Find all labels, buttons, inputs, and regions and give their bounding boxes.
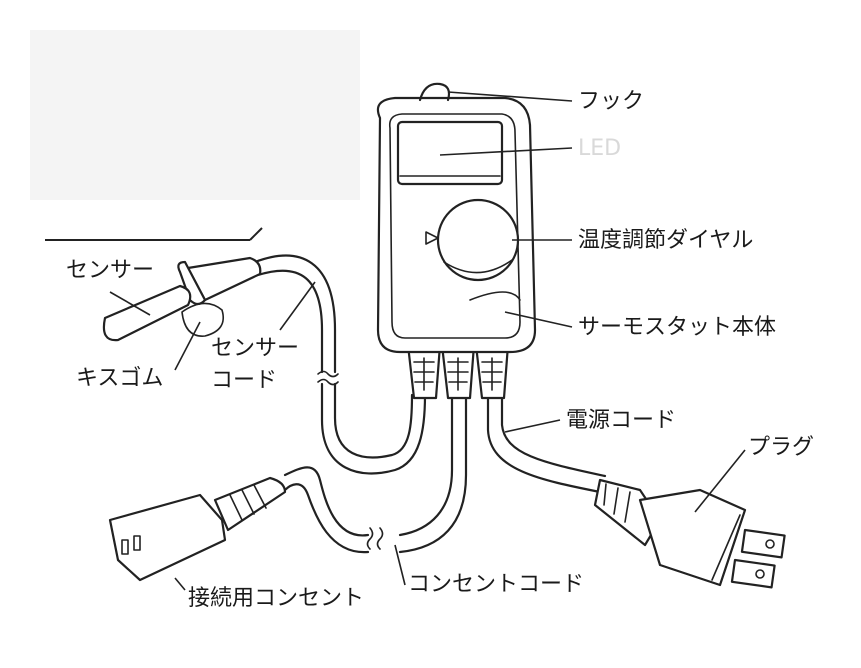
outlet-cord xyxy=(283,396,468,554)
connection-outlet xyxy=(108,476,287,582)
power-cord xyxy=(486,396,607,494)
label-outlet-cord: コンセントコード xyxy=(408,572,585,597)
leader-lines xyxy=(109,91,746,591)
sensor-cord xyxy=(253,254,427,475)
label-plug: プラグ xyxy=(748,435,815,460)
label-thermostat-body: サーモスタット本体 xyxy=(578,315,777,340)
label-power-cord: 電源コード xyxy=(566,408,677,433)
label-sensor-cord-line2: コード xyxy=(211,368,278,393)
plug xyxy=(593,478,786,589)
kiss-gum-suction xyxy=(181,302,224,337)
label-sensor: センサー xyxy=(66,258,155,283)
label-hook: フック xyxy=(578,89,645,114)
label-temperature-dial: 温度調節ダイヤル xyxy=(578,228,754,253)
hook-shape xyxy=(418,82,451,102)
thermostat-body xyxy=(376,82,537,354)
label-sensor-cord-line1: センサー xyxy=(211,336,300,361)
dial-indicator-triangle xyxy=(425,231,439,245)
label-led: LED xyxy=(578,136,622,161)
label-kiss-gum: キスゴム xyxy=(76,366,164,391)
label-connection-outlet: 接続用コンセント xyxy=(188,586,365,611)
temperature-dial xyxy=(436,198,520,282)
led-window xyxy=(396,120,504,186)
faded-background-area xyxy=(30,30,360,241)
